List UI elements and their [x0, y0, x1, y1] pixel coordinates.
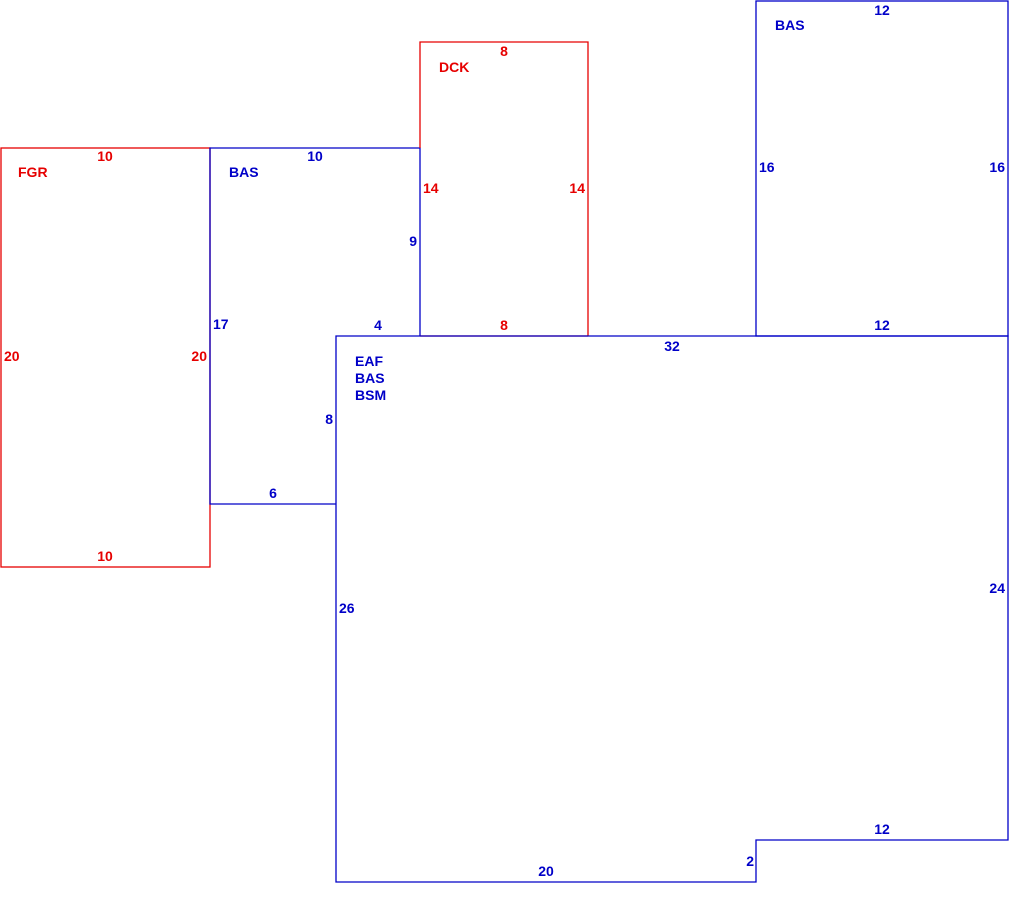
bas-right-label: BAS — [775, 17, 805, 33]
bas-left-step-top-dimension: 4 — [374, 317, 382, 333]
bas-left-bottom-dimension: 6 — [269, 485, 277, 501]
area-bas-right: BAS 12 16 16 12 — [755, 0, 1009, 337]
bas-left-outline — [209, 147, 421, 505]
fgr-left-dimension: 20 — [4, 348, 20, 364]
main-right-dimension: 24 — [989, 580, 1005, 596]
bas-right-right-dimension: 16 — [989, 159, 1005, 175]
main-label-bsm: BSM — [355, 387, 386, 403]
area-fgr: FGR 10 20 20 10 — [0, 147, 211, 568]
main-left-dimension: 26 — [339, 600, 355, 616]
bas-right-bottom-dimension: 12 — [874, 317, 890, 333]
fgr-right-dimension: 20 — [191, 348, 207, 364]
main-notch-horizontal-dimension: 12 — [874, 821, 890, 837]
main-bottom-dimension: 20 — [538, 863, 554, 879]
dck-label: DCK — [439, 59, 469, 75]
bas-left-left-dimension: 17 — [213, 316, 229, 332]
dck-top-dimension: 8 — [500, 43, 508, 59]
bas-left-step-right-dimension: 8 — [325, 411, 333, 427]
dck-bottom-dimension: 8 — [500, 317, 508, 333]
bas-right-left-dimension: 16 — [759, 159, 775, 175]
area-bas-left: BAS 10 9 17 4 8 6 — [209, 147, 421, 505]
fgr-label: FGR — [18, 164, 48, 180]
main-label-bas: BAS — [355, 370, 385, 386]
main-outline — [335, 335, 1009, 883]
dck-right-dimension: 14 — [569, 180, 585, 196]
main-notch-vertical-dimension: 2 — [746, 853, 754, 869]
bas-right-top-dimension: 12 — [874, 2, 890, 18]
area-main: EAF BAS BSM 32 26 24 12 2 20 — [335, 335, 1009, 883]
main-label-eaf: EAF — [355, 353, 383, 369]
bas-right-outline — [755, 0, 1009, 337]
dck-outline — [419, 41, 589, 336]
area-dck: DCK 8 14 14 8 — [419, 41, 589, 337]
main-top-dimension: 32 — [664, 338, 680, 354]
bas-left-top-dimension: 10 — [307, 148, 323, 164]
fgr-outline — [0, 147, 211, 568]
bas-left-right-dimension: 9 — [409, 233, 417, 249]
bas-left-label: BAS — [229, 164, 259, 180]
dck-left-dimension: 14 — [423, 180, 439, 196]
fgr-top-dimension: 10 — [97, 148, 113, 164]
fgr-bottom-dimension: 10 — [97, 548, 113, 564]
